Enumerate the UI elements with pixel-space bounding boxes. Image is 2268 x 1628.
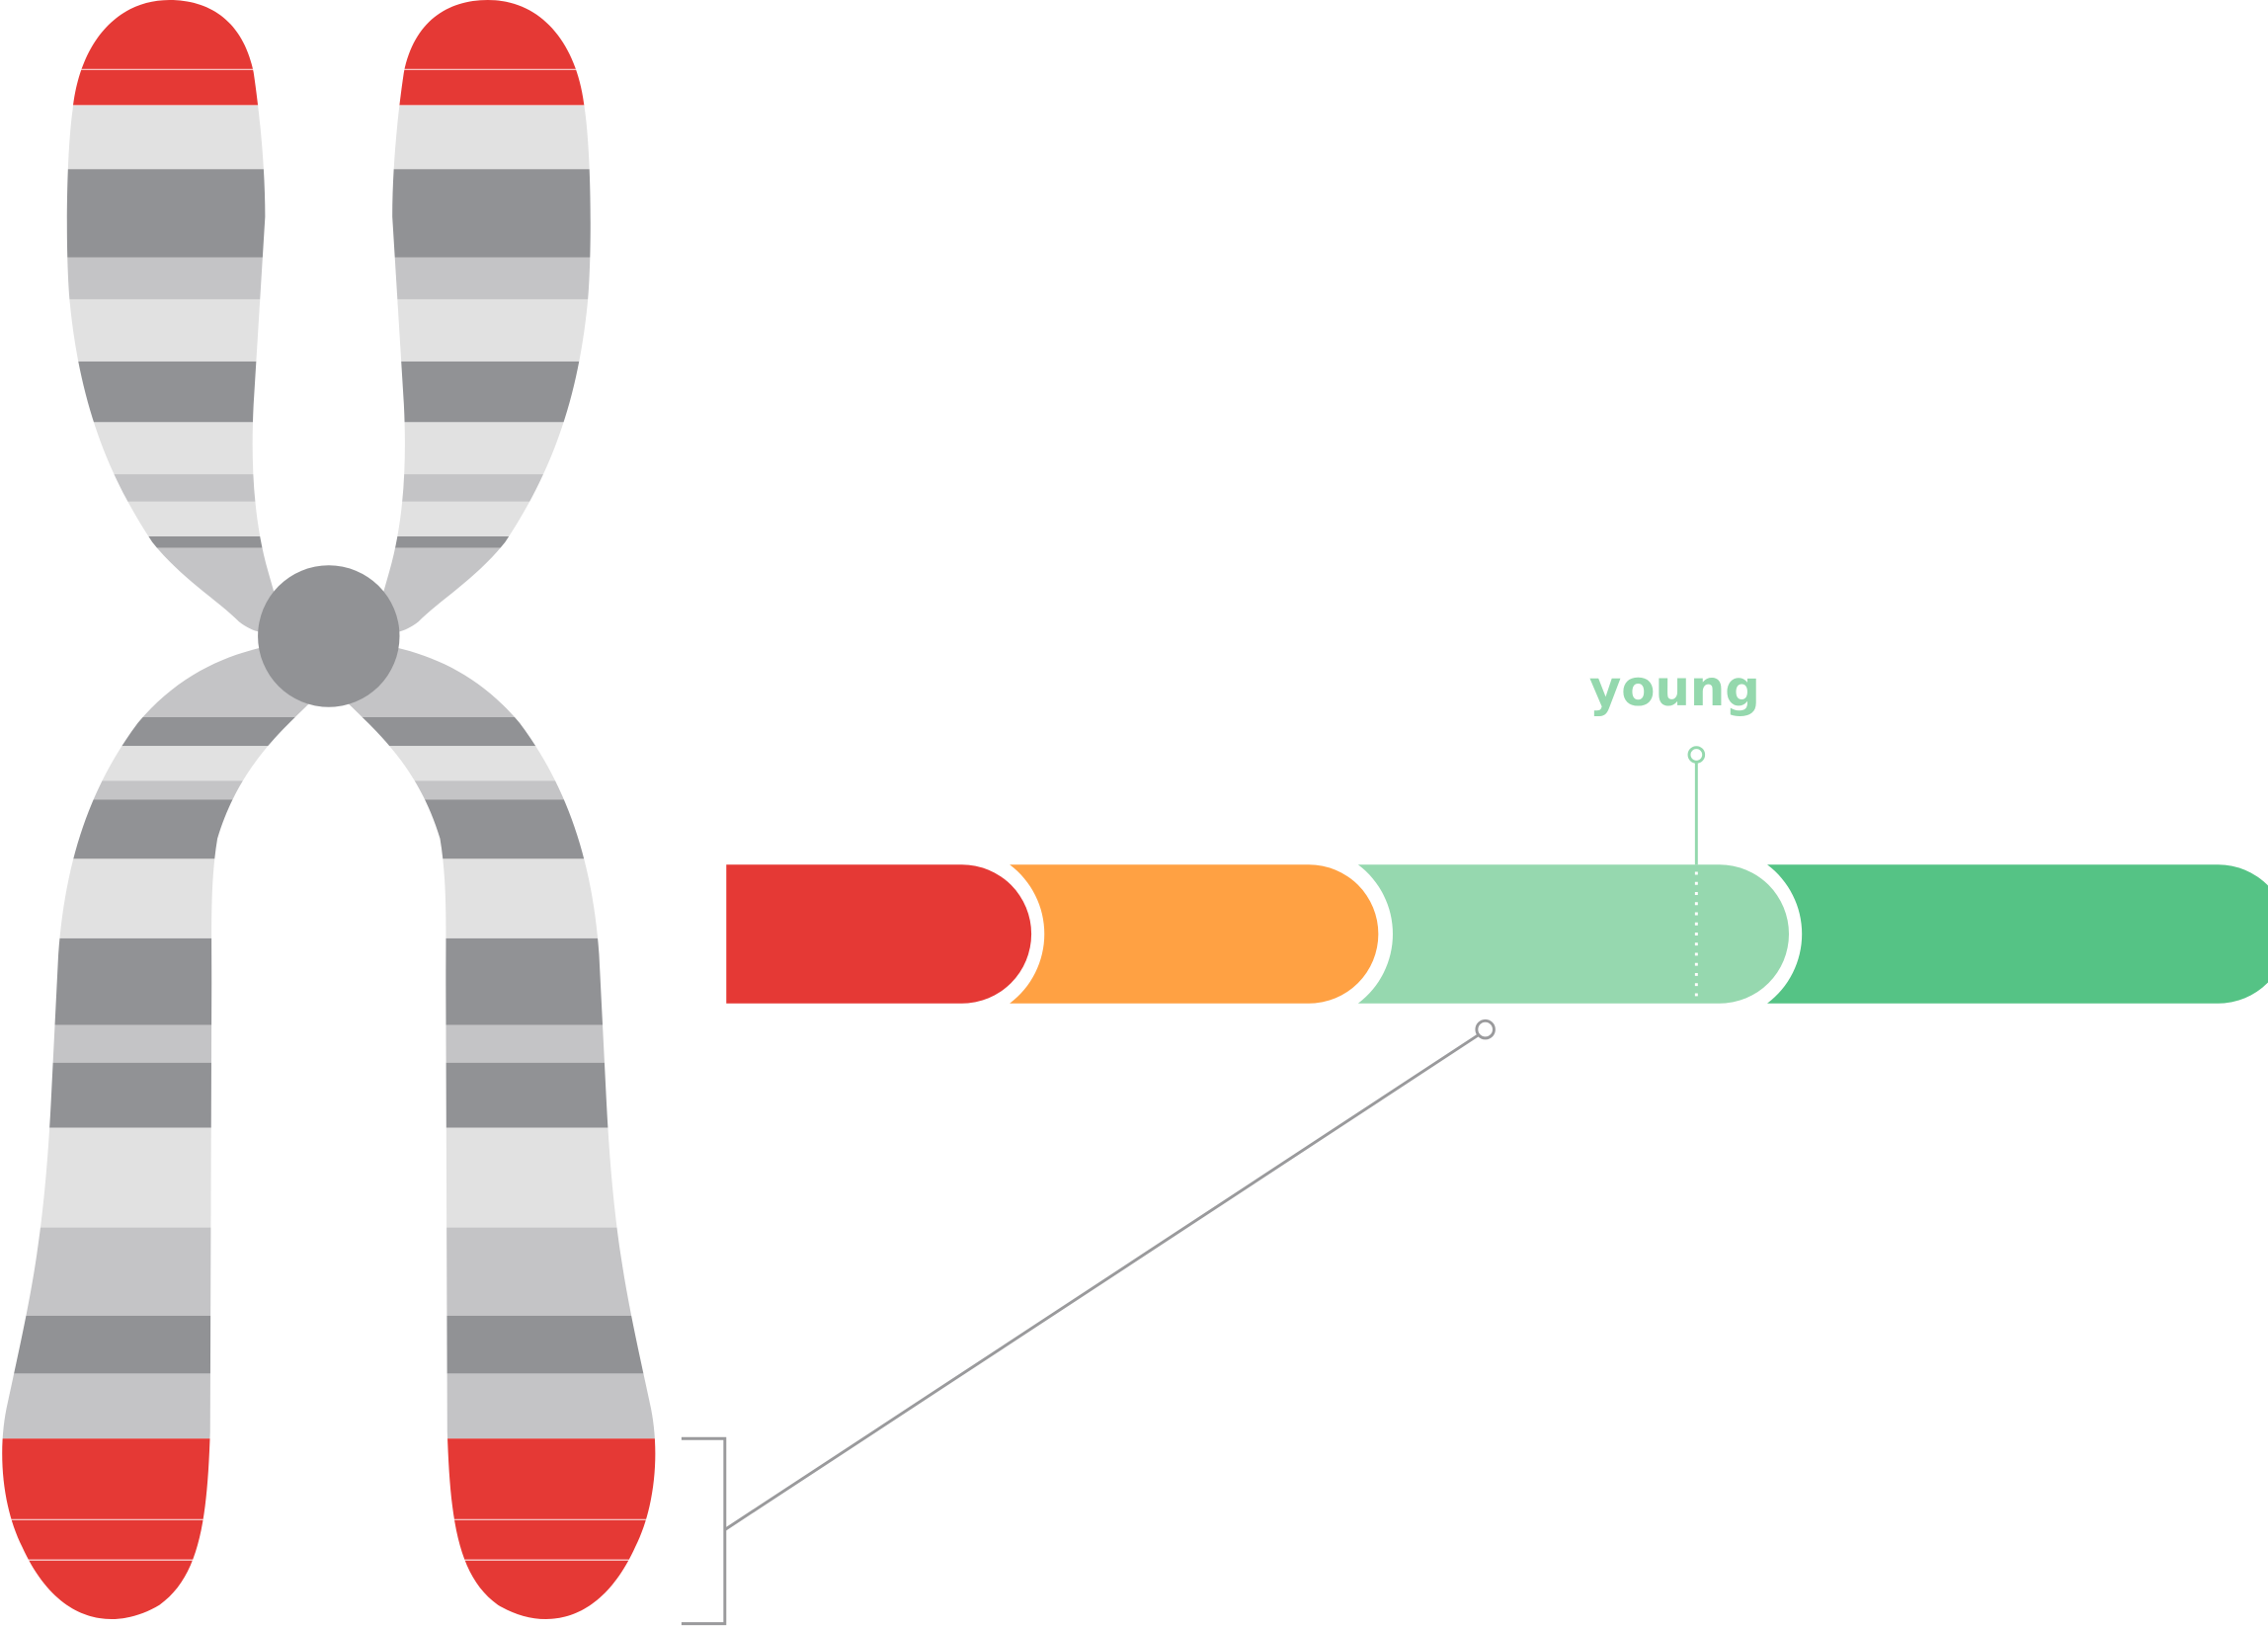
telomere-segment-red (726, 864, 1032, 1004)
centromere (258, 565, 400, 707)
telomere-segment-light-green (1357, 864, 1790, 1004)
telomere-band (66, 68, 283, 107)
telomere-segment-green (1767, 864, 2268, 1004)
chromosome-band (374, 361, 591, 423)
marker-pin-icon (1687, 746, 1706, 764)
connector-end-icon (1475, 1018, 1496, 1040)
chromosome-band (374, 105, 591, 170)
zoom-connector (681, 1018, 1496, 1626)
young-marker: young (1589, 660, 1760, 865)
chromosome-band (374, 501, 591, 536)
chromosome-band (2, 746, 312, 781)
chromosome-band (66, 474, 283, 502)
telomere-segment-orange (1010, 864, 1379, 1004)
chromosome-band (346, 746, 656, 781)
telomere-bar (726, 864, 2268, 1004)
chromosome-band (66, 298, 283, 362)
chromosome-band (66, 257, 283, 299)
chromosome-band (374, 298, 591, 362)
chromosome-band (66, 361, 283, 423)
telomere-bracket (681, 1436, 727, 1626)
chromosome-band (66, 422, 283, 475)
chromosome (2, 0, 656, 1620)
chromosome-band (66, 501, 283, 536)
telomere-band (374, 68, 591, 107)
chromosome-band (2, 716, 312, 747)
chromosome-band (66, 105, 283, 170)
chromosome-band (374, 535, 591, 548)
young-label: young (1589, 660, 1760, 717)
chromosome-band (2, 780, 312, 800)
chromosome-band (346, 716, 656, 747)
chromosome-band (374, 257, 591, 299)
chromosome-band (66, 169, 283, 258)
chromosome-band (374, 169, 591, 258)
chromosome-band (66, 535, 283, 548)
chromosome-band (374, 474, 591, 502)
